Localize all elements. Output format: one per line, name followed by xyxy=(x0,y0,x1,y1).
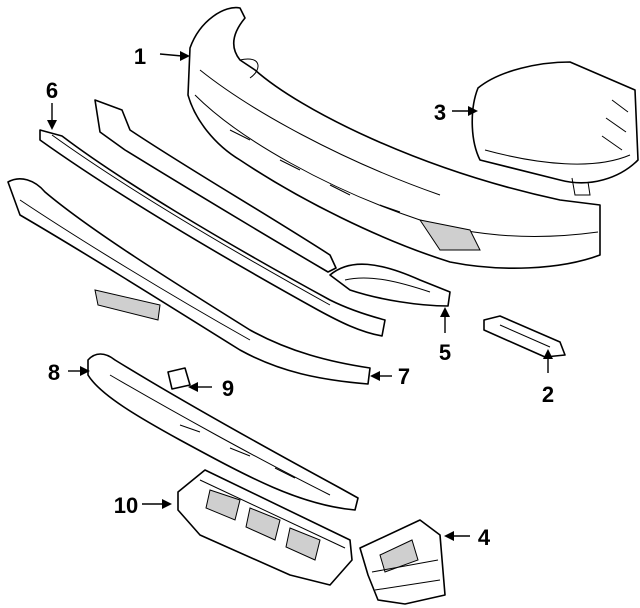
callout-8: 8 xyxy=(48,360,60,385)
part-2-bracket[interactable] xyxy=(483,315,566,358)
callout-6: 6 xyxy=(46,78,58,103)
part-9-clip[interactable] xyxy=(167,367,191,390)
callout-4: 4 xyxy=(478,525,491,550)
part-4-bracket[interactable] xyxy=(359,519,446,605)
callout-7: 7 xyxy=(398,364,410,389)
part-3-lamp[interactable] xyxy=(471,61,639,196)
leader-lines xyxy=(47,51,553,541)
part-8-lower-valance[interactable] xyxy=(87,353,359,511)
callout-9: 9 xyxy=(222,376,234,401)
part-10-skid-plate[interactable] xyxy=(177,469,353,586)
callout-3: 3 xyxy=(434,100,446,125)
part-7-lower-strip[interactable] xyxy=(7,178,371,385)
part-reinforcement-bar[interactable] xyxy=(94,99,337,273)
callout-1: 1 xyxy=(134,44,146,69)
part-5-bracket[interactable] xyxy=(329,263,451,307)
part-1-bumper-cover[interactable] xyxy=(187,6,601,269)
part-6-reinforcement-strip[interactable] xyxy=(39,129,386,337)
callout-2: 2 xyxy=(542,382,554,407)
callout-5: 5 xyxy=(439,340,451,365)
callout-10: 10 xyxy=(114,493,138,518)
